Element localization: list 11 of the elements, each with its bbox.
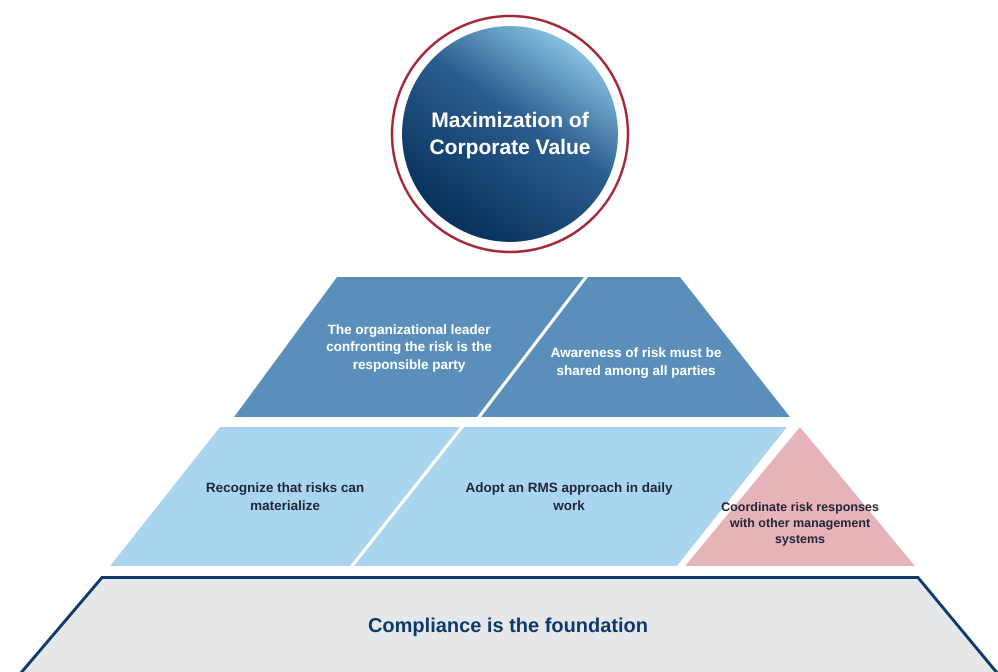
foundation-band [18, 576, 998, 672]
pyramid-segment [685, 427, 915, 566]
segment-text: The organizational leader confronting the risk is the responsible party [325, 320, 493, 374]
segment-text: Awareness of risk must be shared among all parties [550, 344, 722, 380]
segment-text: Adopt an RMS approach in daily work [464, 479, 674, 515]
segment-text: Recognize that risks can materialize [204, 479, 366, 515]
segment-text: Coordinate risk responses with other management systems [720, 498, 880, 548]
value-circle [390, 14, 630, 254]
band-title: Compliance is the foundation [366, 614, 649, 639]
pyramid-segment [110, 427, 460, 566]
circle-title: Maximization of Corporate Value [428, 108, 592, 161]
